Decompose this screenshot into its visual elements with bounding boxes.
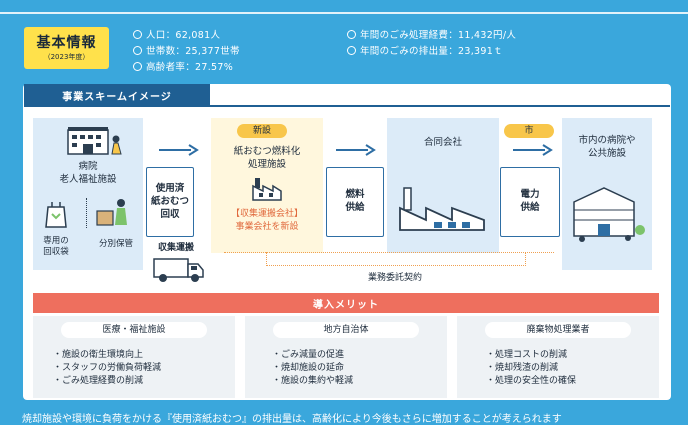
footer-text: 焼却施設や環境に負荷をかける『使用済紙おむつ』の排出量は、高齢化により今後もさら… [22, 414, 562, 425]
new-plant-area [211, 118, 323, 253]
basic-info-badge: 基本情報 （2023年度） [24, 27, 109, 69]
top-divider [0, 12, 688, 14]
scheme-title-underline [24, 105, 670, 107]
list-item: ごみ処理経費の削減 [53, 375, 161, 388]
fuel-supply-box [326, 167, 384, 237]
sorting-worker-icon [96, 199, 127, 226]
joint-company-label: 合同会社 [423, 137, 462, 148]
circle-bullet-icon [347, 46, 356, 55]
arrow-right-icon [513, 144, 553, 156]
list-item: 処理の安全性の確保 [486, 375, 576, 388]
merit-head-municipality: 地方自治体 [273, 322, 419, 338]
used-diaper-label: 使用済 紙おむつ 回収 [150, 183, 189, 220]
stat-waste-amount: 年間のごみの排出量：23,391ｔ [347, 43, 503, 57]
plant-title: 紙おむつ燃料化 処理施設 [233, 146, 301, 170]
power-supply-box [500, 167, 560, 237]
stat-population: 人口：62,081人 [133, 27, 220, 41]
merit-head-medical: 医療・福祉施設 [61, 322, 207, 338]
sorting-label: 分別保管 [98, 239, 133, 249]
new-label-pill: 新設 [237, 124, 287, 138]
contract-line [224, 252, 554, 253]
power-plant-icon [399, 187, 485, 231]
list-item: スタッフの労働負荷軽減 [53, 362, 161, 375]
merit-items-municipality: ごみ減量の促進 焼却施設の延命 施設の集約や軽減 [272, 349, 353, 388]
fuel-supply-label: 燃料 供給 [345, 189, 365, 213]
contract-label: 業務委託契約 [367, 273, 422, 283]
circle-bullet-icon [133, 62, 142, 71]
stat-households: 世帯数：25,377世帯 [133, 43, 240, 57]
list-item: 施設の集約や軽減 [272, 375, 353, 388]
divider-dotted [86, 198, 87, 228]
list-item: ごみ減量の促進 [272, 349, 353, 362]
merit-items-waste: 処理コストの削減 焼却残渣の削減 処理の安全性の確保 [486, 349, 576, 388]
recipients-label: 市内の病院や 公共施設 [578, 135, 636, 159]
badge-title: 基本情報 [36, 34, 97, 51]
hospital-building-icon [67, 127, 122, 155]
stat-waste-cost: 年間のごみ処理経費：11,432円/人 [347, 27, 516, 41]
merit-head-waste: 廃棄物処理業者 [485, 322, 631, 338]
arrow-right-icon [159, 144, 199, 156]
contract-bracket [266, 252, 526, 266]
merits-title: 導入メリット [33, 293, 659, 313]
list-item: 処理コストの削減 [486, 349, 576, 362]
circle-bullet-icon [133, 30, 142, 39]
list-item: 焼却残渣の削減 [486, 362, 576, 375]
circle-bullet-icon [133, 46, 142, 55]
public-facility-icon [573, 187, 645, 242]
badge-subtitle: （2023年度） [43, 52, 90, 61]
merit-items-medical: 施設の衛生環境向上 スタッフの労働負荷軽減 ごみ処理経費の削減 [53, 349, 161, 388]
city-label-pill: 市 [504, 124, 554, 138]
arrow-right-icon [336, 144, 376, 156]
used-diaper-collection-box [146, 167, 194, 237]
stat-elderly-rate: 高齢者率：27.57% [133, 59, 233, 73]
factory-icon [252, 178, 282, 201]
scheme-title: 事業スキームイメージ [24, 84, 210, 106]
power-supply-label: 電力 供給 [520, 189, 540, 213]
collection-bag-label: 専用の 回収袋 [43, 236, 69, 257]
list-item: 焼却施設の延命 [272, 362, 353, 375]
new-company-label: 【収集運搬会社】 事業会社を新設 [230, 209, 303, 232]
list-item: 施設の衛生環境向上 [53, 349, 161, 362]
circle-bullet-icon [347, 30, 356, 39]
collection-bag-icon [45, 202, 67, 228]
facility-label: 病院 老人福祉施設 [59, 161, 117, 185]
transport-label: 収集運搬 [157, 243, 194, 253]
truck-icon [153, 258, 204, 282]
